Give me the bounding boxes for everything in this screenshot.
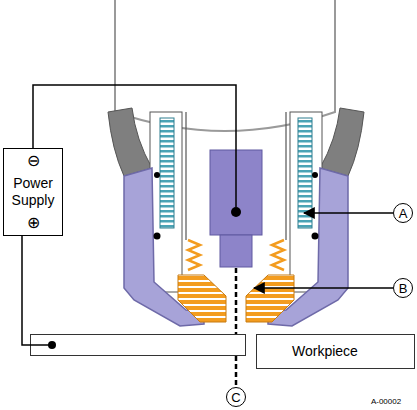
o-ring — [154, 172, 160, 178]
torch-body — [115, 0, 335, 131]
workpiece-plate — [31, 335, 246, 356]
polarity-symbol: ⊕ — [27, 215, 40, 231]
supply-wire — [22, 236, 30, 345]
callout-circle — [394, 279, 413, 298]
wire-dot — [48, 341, 56, 349]
swirl-ring — [160, 118, 174, 228]
polarity-symbol: ⊖ — [27, 153, 40, 169]
leader-line — [304, 212, 393, 214]
cap-piece — [108, 108, 152, 176]
swirl-ring — [298, 118, 312, 228]
leader-line — [254, 287, 393, 289]
torch-tip — [178, 275, 226, 322]
callout-letter: B — [399, 282, 408, 295]
o-ring — [312, 233, 319, 240]
node-label: Power Supply — [6, 175, 60, 209]
torch-tip — [246, 275, 294, 322]
callout-circle — [227, 388, 246, 407]
tip-spring — [188, 240, 200, 270]
o-ring — [312, 172, 318, 178]
workpiece-outline — [30, 334, 416, 370]
cap-piece — [320, 108, 364, 176]
housing — [150, 112, 182, 292]
o-ring — [154, 233, 161, 240]
tip-spring — [272, 240, 284, 270]
electrode-tip — [220, 235, 252, 267]
wire-dot — [231, 207, 241, 217]
callout-circle — [394, 204, 413, 223]
node-label: Workpiece — [292, 343, 416, 360]
negative-wire — [33, 85, 236, 207]
callout-letter: C — [231, 391, 240, 404]
housing — [290, 112, 322, 292]
plasma-arc — [235, 268, 238, 385]
callout-letter: A — [399, 207, 408, 220]
figure-number: A-00002 — [371, 398, 401, 406]
workpiece-plate: Workpiece — [30, 334, 416, 370]
